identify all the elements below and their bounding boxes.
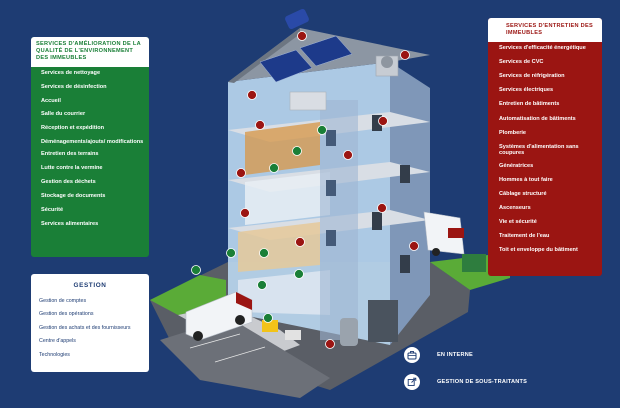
elevator-shaft — [320, 100, 358, 340]
legend-in-house: EN INTERNE — [404, 347, 473, 363]
delivery-truck — [423, 211, 465, 256]
building-maintenance-services-panel: SERVICES D'ENTRETIEN DES IMMEUBLES Servi… — [488, 18, 602, 276]
list-item: Services de désinfection — [41, 83, 107, 90]
list-item: Gestion des achats et des fournisseurs — [39, 324, 131, 331]
list-item: Ascenseurs — [499, 204, 531, 211]
management-title: GESTION — [73, 282, 107, 289]
management-list: Gestion de comptes Gestion des opération… — [31, 296, 149, 358]
list-item: Automatisation de bâtiments — [499, 115, 576, 122]
list-item: Centre d'appels — [39, 338, 76, 345]
list-item: Stockage de documents — [41, 192, 106, 199]
list-item: Services d'efficacité énergétique — [499, 45, 586, 51]
toolbox-icon — [404, 347, 420, 363]
list-item: Accueil — [41, 97, 61, 104]
rooftop-hvac — [289, 91, 327, 111]
list-item: Réception et expédition — [41, 125, 105, 132]
environment-quality-services-panel: SERVICES D'AMÉLIORATION DE LA QUALITÉ DE… — [31, 37, 149, 257]
service-van — [185, 291, 253, 341]
building-maintenance-services-title: SERVICES D'ENTRETIEN DES IMMEUBLES — [488, 18, 602, 42]
list-item: Traitement de l'eau — [499, 233, 550, 240]
generator — [368, 300, 398, 342]
list-item: Toit et enveloppe du bâtiment — [499, 247, 578, 254]
list-item: Câblage structuré — [499, 190, 547, 197]
environment-quality-services-list: Services de nettoyage Services de désinf… — [31, 67, 149, 227]
boiler-tank — [340, 318, 358, 346]
list-item: Technologies — [39, 351, 70, 358]
service-markers — [191, 31, 419, 349]
list-item: Génératrices — [499, 162, 534, 169]
list-item: Entretien de bâtiments — [499, 101, 560, 108]
list-item: Services de réfrigération — [499, 73, 565, 80]
gym-room — [245, 172, 330, 225]
dumpster — [462, 254, 486, 272]
list-item: Systèmes d'alimentation sans coupures — [499, 143, 579, 157]
list-item: Services électriques — [499, 87, 554, 94]
forklift — [262, 320, 278, 332]
list-item: Sécurité — [41, 206, 64, 213]
list-item: Gestion des déchets — [41, 179, 96, 186]
solar-panels — [259, 35, 353, 83]
list-item: Hommes à tout faire — [499, 176, 553, 183]
list-item: Vie et sécurité — [499, 219, 537, 226]
legend-in-house-label: EN INTERNE — [437, 352, 473, 358]
list-item: Services de nettoyage — [41, 70, 101, 76]
list-item: Gestion de comptes — [39, 298, 87, 304]
list-item: Gestion des opérations — [39, 311, 94, 318]
building-right-face — [390, 62, 430, 345]
list-item: Salle du courrier — [41, 111, 86, 118]
external-link-icon — [404, 374, 420, 390]
list-item: Lutte contre la vermine — [41, 165, 103, 172]
list-item: Déménagements/ajouts/ modifications — [41, 139, 144, 146]
building-maintenance-services-list: Services d'efficacité énergétique Servic… — [488, 42, 602, 254]
list-item: Plomberie — [499, 129, 527, 136]
list-item: Entretien des terrains — [41, 151, 99, 158]
legend-subcontractor: GESTION DE SOUS-TRAITANTS — [404, 374, 527, 390]
legend-subcontractor-label: GESTION DE SOUS-TRAITANTS — [437, 379, 528, 385]
list-item: Services de CVC — [499, 59, 544, 66]
construction-room — [238, 222, 320, 272]
list-item: Services alimentaires — [41, 220, 99, 227]
environment-quality-services-title: SERVICES D'AMÉLIORATION DE LA QUALITÉ DE… — [31, 37, 149, 67]
management-panel: GESTION Gestion de comptes Gestion des o… — [31, 274, 149, 372]
office-room — [245, 122, 320, 175]
